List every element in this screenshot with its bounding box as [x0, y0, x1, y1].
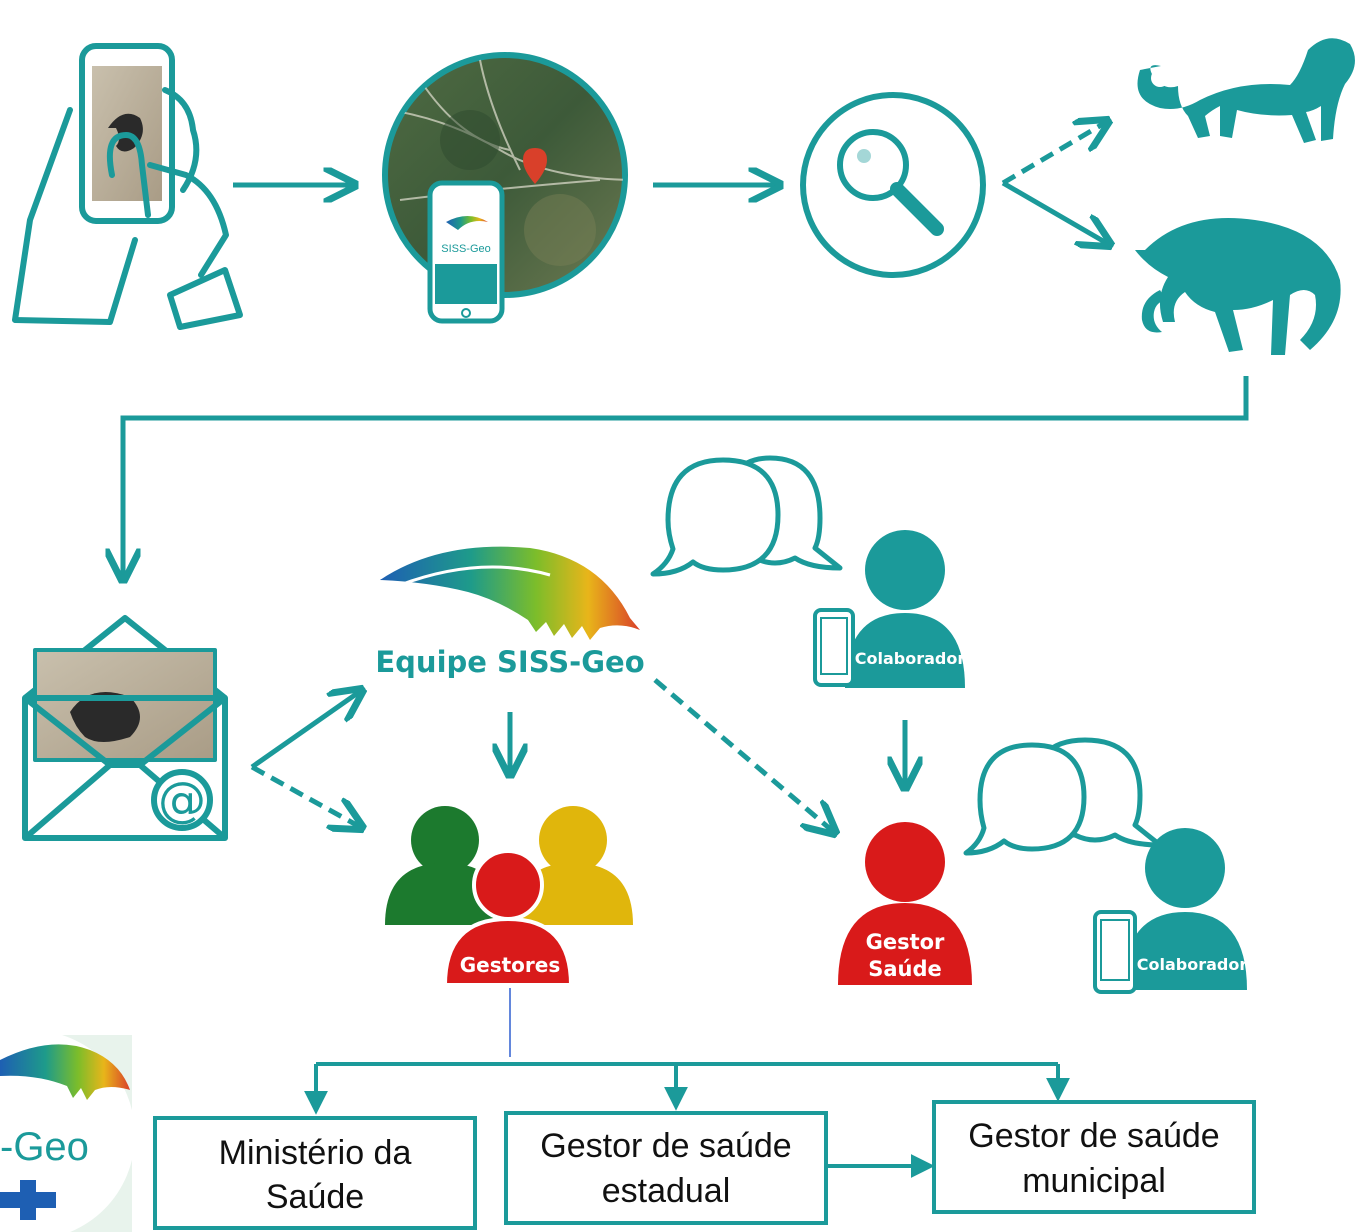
svg-text:@: @ — [158, 772, 206, 828]
phone-in-hand-icon — [12, 43, 243, 330]
box-estadual: Gestor de saúde estadual — [504, 1111, 828, 1225]
arrow-to-gestores — [250, 764, 362, 828]
box-municipal-line2: municipal — [1022, 1162, 1166, 1200]
team-label: Equipe SISS-Geo — [375, 645, 644, 679]
gestor-saude-line1: Gestor — [866, 930, 945, 954]
gestor-saude-person-icon — [838, 822, 972, 985]
satellite-map-icon: SISS-Geo — [382, 52, 628, 324]
arrow-to-team — [250, 690, 362, 770]
gestor-saude-line2: Saúde — [868, 957, 942, 981]
chat-bubbles-icon — [650, 455, 843, 577]
arrow-solid-down — [1001, 180, 1110, 245]
box-ministerio-line1: Ministério da — [219, 1134, 412, 1172]
arrow-dashed-up — [1001, 121, 1108, 186]
arrow-return — [123, 376, 1249, 580]
corner-logo: -Geo — [0, 1035, 132, 1232]
box-ministerio-line2: Saúde — [266, 1178, 364, 1216]
box-municipal: Gestor de saúde municipal — [932, 1100, 1256, 1214]
chat-bubbles-icon-2 — [963, 737, 1163, 856]
box-estadual-line2: estadual — [602, 1172, 731, 1210]
box-municipal-line1: Gestor de saúde — [968, 1117, 1219, 1155]
corner-logo-text: -Geo — [0, 1125, 89, 1169]
colaborador-top-label: Colaborador — [855, 649, 966, 668]
monkey-dead-icon — [1135, 218, 1341, 355]
magnifier-icon — [800, 92, 986, 278]
arrow-team-to-gestor-saude — [653, 678, 835, 833]
email-envelope-icon: @ — [22, 615, 228, 841]
box-ministerio: Ministério da Saúde — [153, 1116, 477, 1230]
person-icon-colaborador-bottom — [1093, 828, 1247, 994]
tree-connectors — [304, 1062, 1070, 1178]
team-logo — [380, 546, 640, 640]
gestores-people-icon — [385, 806, 633, 987]
box-estadual-line1: Gestor de saúde — [540, 1127, 791, 1165]
colaborador-bottom-label: Colaborador — [1137, 955, 1248, 974]
monkey-standing-icon — [1137, 38, 1355, 144]
app-logo-label: SISS-Geo — [441, 243, 491, 255]
gestores-label: Gestores — [460, 953, 561, 977]
person-icon-colaborador-top — [813, 530, 965, 688]
